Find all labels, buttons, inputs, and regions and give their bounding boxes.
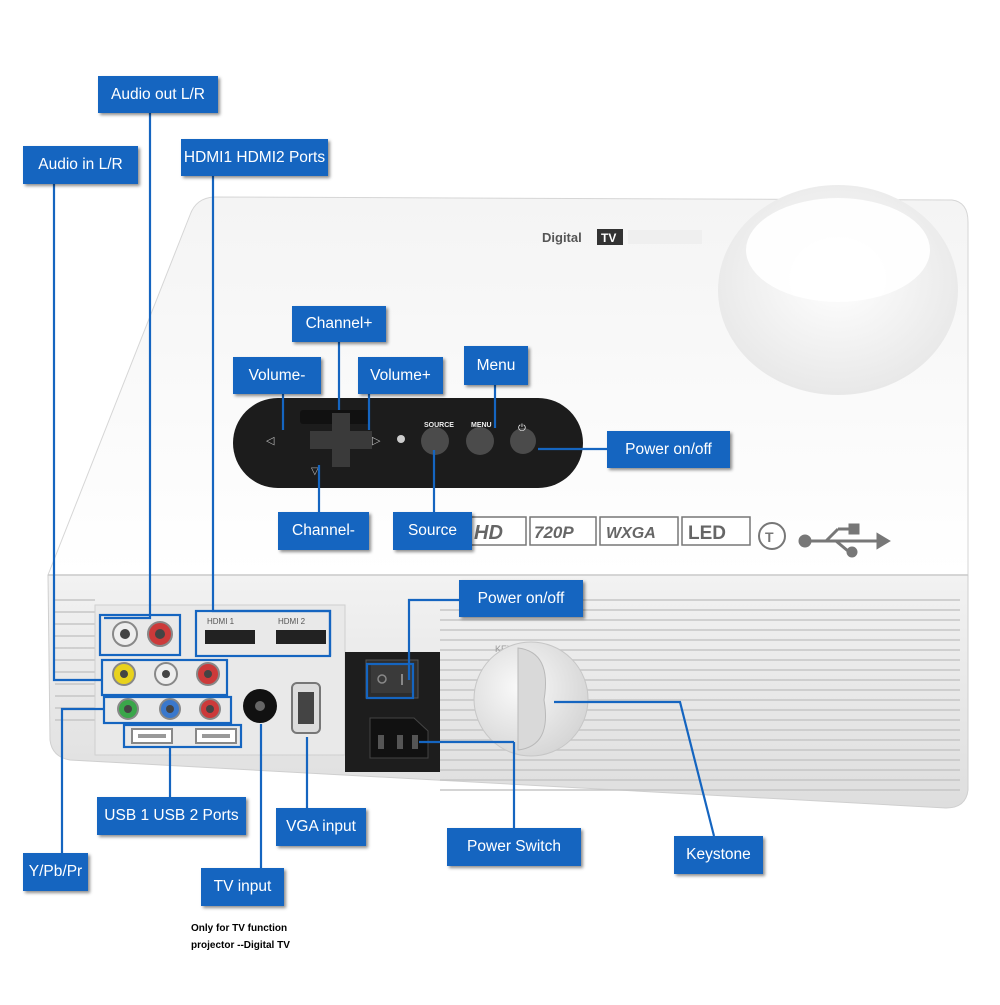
tv-input-note: Only for TV function projector --Digital… xyxy=(191,920,290,954)
volume-minus-label: Volume- xyxy=(233,357,321,394)
svg-text:◁: ◁ xyxy=(266,435,275,447)
channel-plus-label: Channel+ xyxy=(292,306,386,342)
power-switch-label: Power Switch xyxy=(447,828,581,866)
hdmi1-text: HDMI 1 xyxy=(207,617,235,626)
source-button xyxy=(421,427,449,455)
power-back-label: Power on/off xyxy=(459,580,583,617)
hdmi1-port xyxy=(205,630,255,644)
badge-led: LED xyxy=(688,523,726,544)
channel-minus-label: Channel- xyxy=(278,512,369,550)
usb-label: USB 1 USB 2 Ports xyxy=(97,797,246,835)
power-top-label: Power on/off xyxy=(607,431,730,468)
hdmi2-text: HDMI 2 xyxy=(278,617,306,626)
badge-720p: 720P xyxy=(534,523,574,542)
panel-menu-text: MENU xyxy=(471,422,492,429)
brand-text: Digital xyxy=(542,230,582,245)
hdmi-label: HDMI1 HDMI2 Ports xyxy=(181,139,328,176)
brand-badge: TV xyxy=(601,231,616,245)
svg-text:▷: ▷ xyxy=(372,435,381,447)
source-label: Source xyxy=(393,512,472,550)
audio-in-label: Audio in L/R xyxy=(23,146,138,184)
dpad-icon xyxy=(310,413,372,467)
power-button xyxy=(510,428,536,454)
badge-wxga: WXGA xyxy=(606,525,656,542)
highlight-boxes xyxy=(98,609,415,749)
ypbpr-label: Y/Pb/Pr xyxy=(23,853,88,891)
keystone-label: Keystone xyxy=(674,836,763,874)
hdmi2-port xyxy=(276,630,326,644)
svg-text:▽: ▽ xyxy=(311,466,319,477)
volume-plus-label: Volume+ xyxy=(358,357,443,394)
tv-input-label: TV input xyxy=(201,868,284,906)
menu-button xyxy=(466,427,494,455)
tv-input-note-line1: Only for TV function xyxy=(191,923,288,934)
usb-logo-icon xyxy=(798,523,891,558)
svg-text:T: T xyxy=(765,529,774,545)
vga-label: VGA input xyxy=(276,808,366,846)
power-glyph-icon: ⏻ xyxy=(518,423,526,434)
menu-label: Menu xyxy=(464,346,528,385)
tv-input-note-line2: projector --Digital TV xyxy=(191,940,290,951)
badge-hd: HD xyxy=(474,522,503,544)
panel-source-text: SOURCE xyxy=(424,422,454,429)
tv-badge-icon xyxy=(758,522,786,550)
audio-out-label: Audio out L/R xyxy=(98,76,218,113)
